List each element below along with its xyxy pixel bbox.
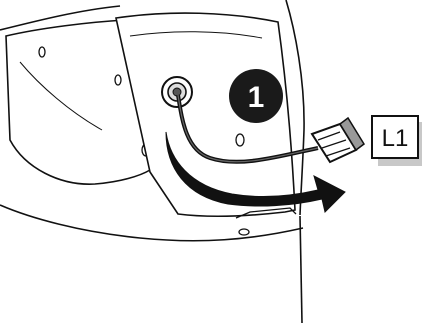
step-number: 1 (248, 81, 265, 114)
grommet-icon (162, 77, 192, 107)
connector-plug-icon (312, 118, 364, 162)
callout-label-box: L1 (372, 116, 422, 166)
callout-label: L1 (382, 125, 409, 152)
step-badge: 1 (229, 69, 283, 123)
